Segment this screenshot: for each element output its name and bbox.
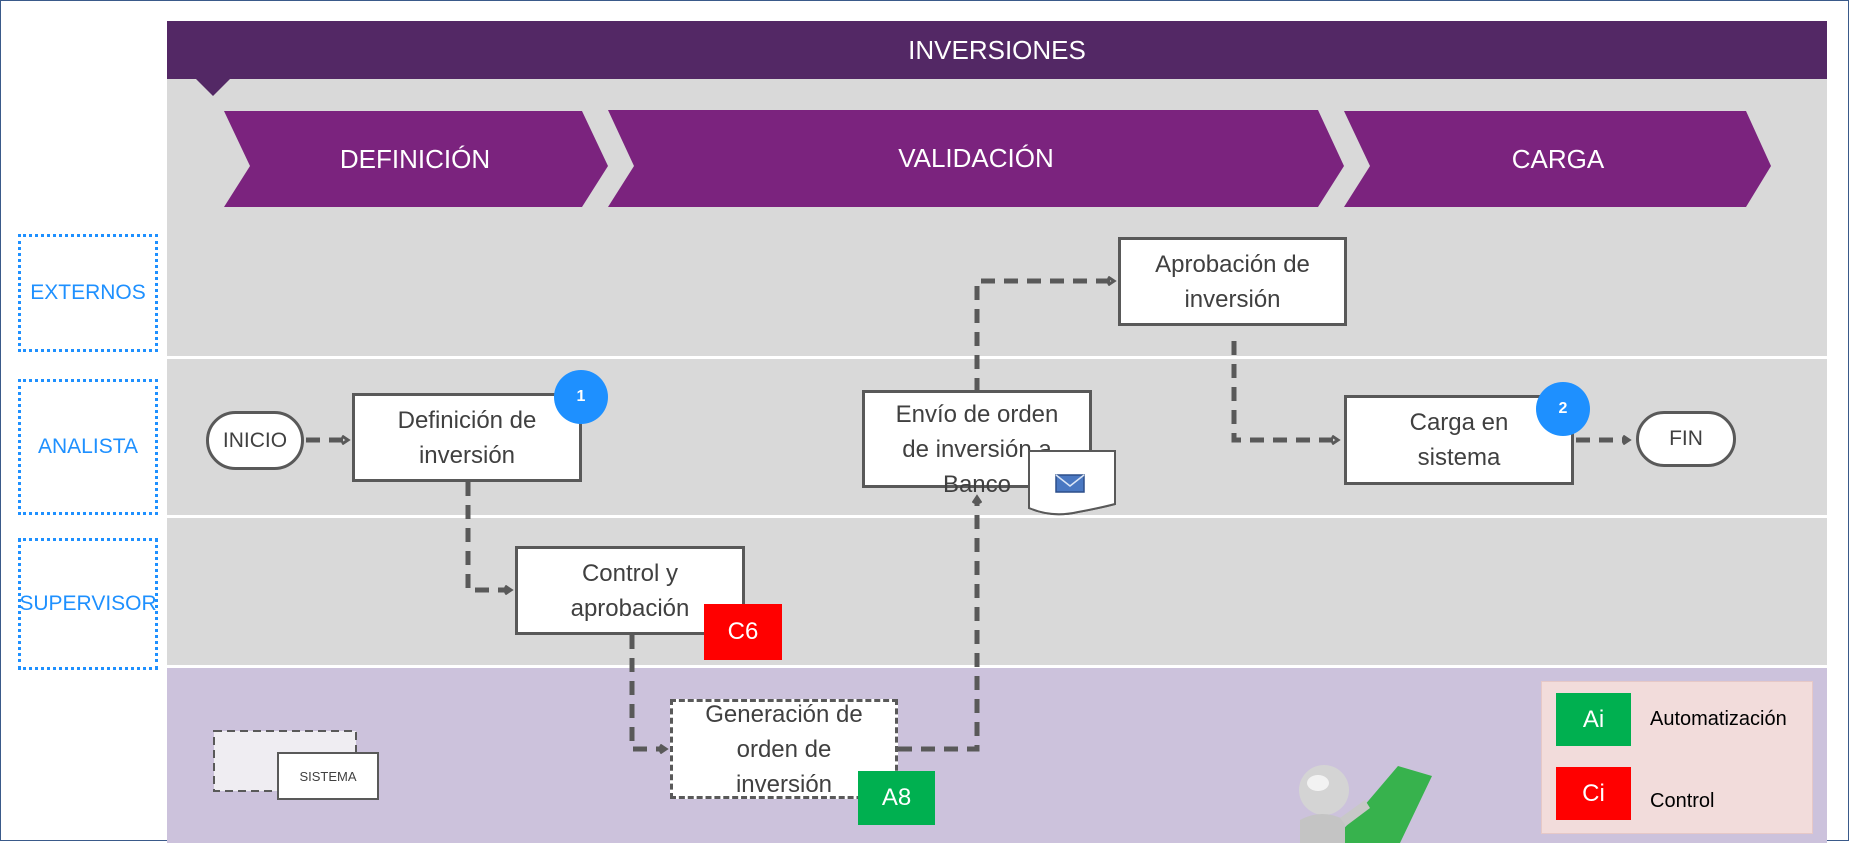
header-notch — [196, 79, 230, 96]
lane-label-externos: EXTERNOS — [18, 234, 158, 352]
process-generacion: Generación de orden de inversión — [670, 699, 898, 799]
process-carga: Carga en sistema — [1344, 395, 1574, 485]
process-definicion: Definición de inversión — [352, 393, 582, 482]
step-badge-1: 1 — [554, 370, 608, 424]
lane-label-supervisor: SUPERVISOR — [18, 538, 158, 670]
envelope-overlay — [1028, 450, 1116, 516]
legend-ci-label: Control — [1650, 790, 1715, 812]
automation-tag-a8: A8 — [858, 771, 935, 825]
header-bar — [167, 21, 1827, 79]
step-badge-2: 2 — [1536, 382, 1590, 436]
legend-ai-swatch: Ai — [1556, 693, 1631, 746]
phase-chevron-carga — [1344, 111, 1771, 207]
connector-aprobacion-carga — [1231, 341, 1337, 440]
person-checkmark-icon — [1299, 765, 1432, 843]
end-terminal: FIN — [1636, 411, 1736, 467]
system-label: SISTEMA — [277, 752, 379, 800]
connector-control-generacion — [629, 635, 665, 749]
lane-label-analista: ANALISTA — [18, 379, 158, 515]
lane-separator — [167, 356, 1827, 359]
start-terminal: INICIO — [206, 411, 304, 470]
connector-generacion-envio — [898, 498, 977, 752]
phase-label-validacion: VALIDACIÓN — [898, 143, 1054, 173]
header-title: INVERSIONES — [908, 34, 1086, 65]
phase-chevron-validacion — [608, 110, 1344, 207]
phase-label-definicion: DEFINICIÓN — [339, 143, 491, 174]
connector-envio-aprobacion — [974, 281, 1113, 392]
lane-separator — [167, 665, 1827, 668]
legend-ai-label: Automatización — [1650, 708, 1787, 730]
lane-band-supervisor — [167, 517, 1827, 667]
connector-definicion-control — [465, 482, 510, 590]
phase-label-carga: CARGA — [1511, 143, 1605, 174]
phase-chevron-definicion — [224, 111, 608, 207]
lane-separator — [167, 515, 1827, 518]
control-tag-c6: C6 — [704, 604, 782, 660]
process-aprobacion: Aprobación de inversión — [1118, 237, 1347, 326]
legend-ci-swatch: Ci — [1556, 767, 1631, 820]
